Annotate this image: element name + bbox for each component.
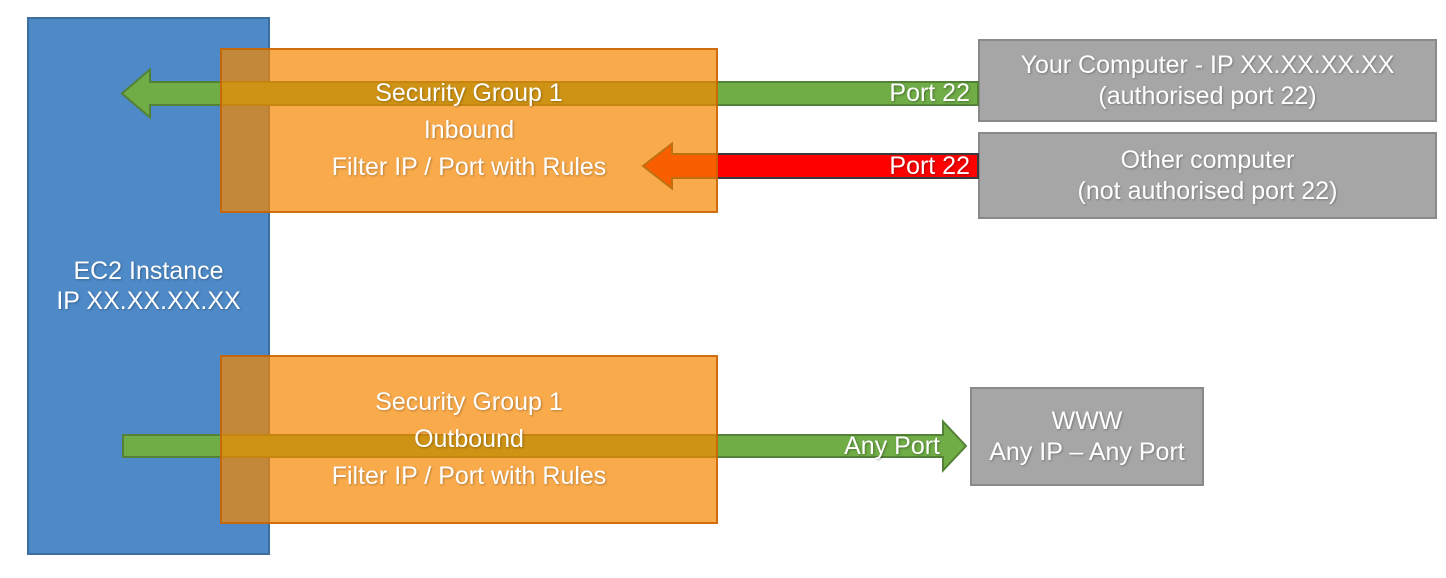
outbound-sg-description: Filter IP / Port with Rules <box>331 462 607 490</box>
ec2-instance-title: EC2 Instance <box>73 257 224 285</box>
other-computer-subtitle: (not authorised port 22) <box>1077 176 1338 205</box>
inbound-security-group-box: Security Group 1 Inbound Filter IP / Por… <box>220 48 718 213</box>
your-computer-subtitle: (authorised port 22) <box>1098 81 1317 110</box>
outbound-security-group-box: Security Group 1 Outbound Filter IP / Po… <box>220 355 718 524</box>
outbound-sg-direction: Outbound <box>414 425 524 453</box>
inbound-allowed-port-label: Port 22 <box>889 79 970 107</box>
www-title: WWW <box>1051 406 1123 435</box>
other-computer-title: Other computer <box>1120 145 1295 174</box>
inbound-sg-description: Filter IP / Port with Rules <box>331 153 607 181</box>
other-computer-box: Other computer (not authorised port 22) <box>978 132 1437 219</box>
outbound-port-label: Any Port <box>844 432 940 460</box>
your-computer-box: Your Computer - IP XX.XX.XX.XX (authoris… <box>978 39 1437 122</box>
your-computer-title: Your Computer - IP XX.XX.XX.XX <box>1020 50 1395 79</box>
ec2-instance-ip: IP XX.XX.XX.XX <box>56 287 241 315</box>
inbound-blocked-port-label: Port 22 <box>889 152 970 180</box>
inbound-sg-direction: Inbound <box>423 116 515 144</box>
outbound-sg-title: Security Group 1 <box>375 388 563 416</box>
www-box: WWW Any IP – Any Port <box>970 387 1204 486</box>
inbound-sg-title: Security Group 1 <box>375 79 563 107</box>
www-subtitle: Any IP – Any Port <box>989 437 1185 466</box>
